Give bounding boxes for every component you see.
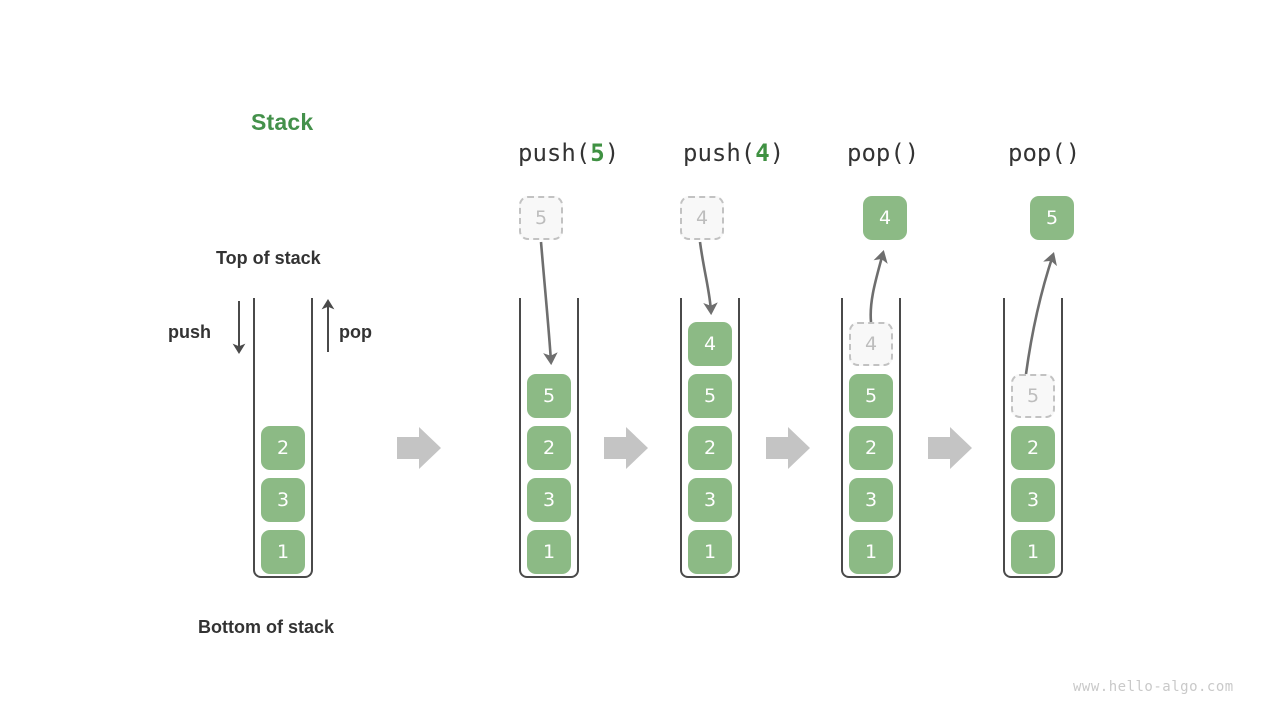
popped-element: 4 bbox=[863, 196, 907, 240]
stack-cell: 2 bbox=[849, 426, 893, 470]
cell-value: 2 bbox=[276, 437, 290, 459]
cell-value: 5 bbox=[864, 385, 878, 407]
bottom-of-stack-label: Bottom of stack bbox=[198, 617, 335, 637]
stack-cell: 3 bbox=[688, 478, 732, 522]
stack-cell: 1 bbox=[688, 530, 732, 574]
stack-container-pop-2 bbox=[1003, 298, 1063, 578]
cell-value: 3 bbox=[276, 489, 290, 511]
cell-value: 5 bbox=[542, 385, 556, 407]
op-suffix: ) bbox=[769, 139, 785, 167]
cell-value: 5 bbox=[1045, 207, 1059, 229]
transition-arrow-icon bbox=[928, 427, 972, 469]
transition-arrow-icon bbox=[397, 427, 441, 469]
incoming-element-ghost: 5 bbox=[519, 196, 563, 240]
watermark: www.hello-algo.com bbox=[1073, 679, 1234, 695]
stack-cell: 3 bbox=[849, 478, 893, 522]
stack-cell: 1 bbox=[261, 530, 305, 574]
op-suffix: ) bbox=[604, 139, 620, 167]
op-label-pop-1: pop() bbox=[847, 139, 919, 167]
transition-arrow-icon bbox=[604, 427, 648, 469]
cell-value: 3 bbox=[1026, 489, 1040, 511]
cell-value: 1 bbox=[1026, 541, 1040, 563]
popped-element: 5 bbox=[1030, 196, 1074, 240]
pop-label: pop bbox=[339, 322, 372, 342]
op-label-pop-2: pop() bbox=[1008, 139, 1080, 167]
cell-value: 2 bbox=[864, 437, 878, 459]
cell-value: 2 bbox=[703, 437, 717, 459]
cell-value: 5 bbox=[703, 385, 717, 407]
stack-container-pop-1 bbox=[841, 298, 901, 578]
cell-value: 3 bbox=[703, 489, 717, 511]
op-label-push-4: push(4) bbox=[683, 139, 784, 167]
cell-value: 3 bbox=[542, 489, 556, 511]
stack-cell: 1 bbox=[1011, 530, 1055, 574]
cell-value: 1 bbox=[864, 541, 878, 563]
stack-cell-ghost: 5 bbox=[1011, 374, 1055, 418]
cell-value: 2 bbox=[542, 437, 556, 459]
stack-cell: 4 bbox=[688, 322, 732, 366]
cell-value: 4 bbox=[864, 333, 878, 355]
cell-value: 4 bbox=[695, 207, 709, 229]
op-prefix: push( bbox=[683, 139, 756, 167]
stack-cell: 3 bbox=[261, 478, 305, 522]
stack-cell: 5 bbox=[688, 374, 732, 418]
stack-cell: 1 bbox=[527, 530, 571, 574]
op-prefix: pop( bbox=[847, 139, 905, 167]
stack-cell: 5 bbox=[527, 374, 571, 418]
stack-container-push-4 bbox=[680, 298, 740, 578]
page-title: Stack bbox=[251, 109, 314, 135]
op-suffix: ) bbox=[904, 139, 920, 167]
cell-value: 1 bbox=[276, 541, 290, 563]
op-arg: 5 bbox=[590, 139, 605, 167]
op-prefix: push( bbox=[518, 139, 591, 167]
push-label: push bbox=[168, 322, 211, 342]
top-of-stack-label: Top of stack bbox=[216, 248, 321, 268]
op-suffix: ) bbox=[1065, 139, 1081, 167]
cell-value: 5 bbox=[1026, 385, 1040, 407]
stack-cell: 1 bbox=[849, 530, 893, 574]
stack-cell: 2 bbox=[688, 426, 732, 470]
op-arg: 4 bbox=[755, 139, 770, 167]
stack-cell: 5 bbox=[849, 374, 893, 418]
cell-value: 4 bbox=[703, 333, 717, 355]
cell-value: 1 bbox=[703, 541, 717, 563]
stack-cell: 2 bbox=[1011, 426, 1055, 470]
cell-value: 2 bbox=[1026, 437, 1040, 459]
stack-cell: 3 bbox=[1011, 478, 1055, 522]
cell-value: 4 bbox=[878, 207, 892, 229]
cell-value: 3 bbox=[864, 489, 878, 511]
stack-cell: 3 bbox=[527, 478, 571, 522]
stack-container-push-5 bbox=[519, 298, 579, 578]
transition-arrow-icon bbox=[766, 427, 810, 469]
stack-cell: 2 bbox=[261, 426, 305, 470]
stack-cell: 2 bbox=[527, 426, 571, 470]
op-prefix: pop( bbox=[1008, 139, 1066, 167]
op-label-push-5: push(5) bbox=[518, 139, 619, 167]
stack-cell-ghost: 4 bbox=[849, 322, 893, 366]
stack-container-initial bbox=[253, 298, 313, 578]
incoming-element-ghost: 4 bbox=[680, 196, 724, 240]
cell-value: 5 bbox=[534, 207, 548, 229]
cell-value: 1 bbox=[542, 541, 556, 563]
